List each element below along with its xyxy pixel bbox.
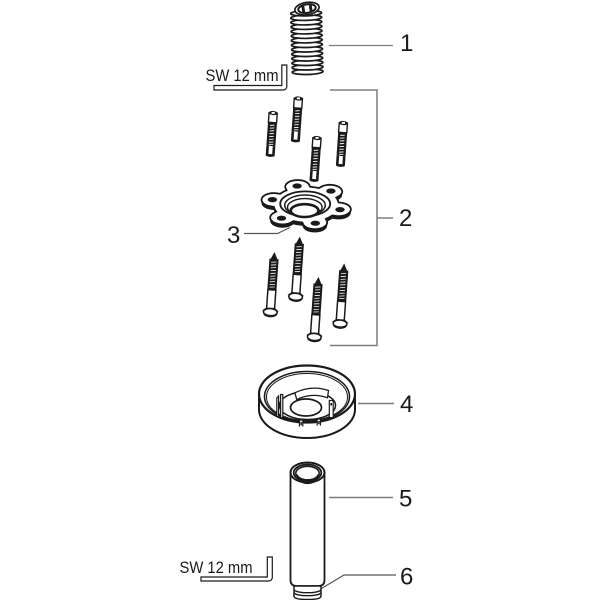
svg-text:5: 5 [399,486,412,513]
svg-text:3: 3 [227,222,240,249]
svg-text:SW 12 mm: SW 12 mm [180,559,253,577]
svg-text:SW 12 mm: SW 12 mm [206,67,279,85]
svg-text:2: 2 [399,205,412,232]
svg-text:4: 4 [400,391,413,418]
svg-text:6: 6 [400,564,413,591]
svg-text:1: 1 [400,30,413,57]
